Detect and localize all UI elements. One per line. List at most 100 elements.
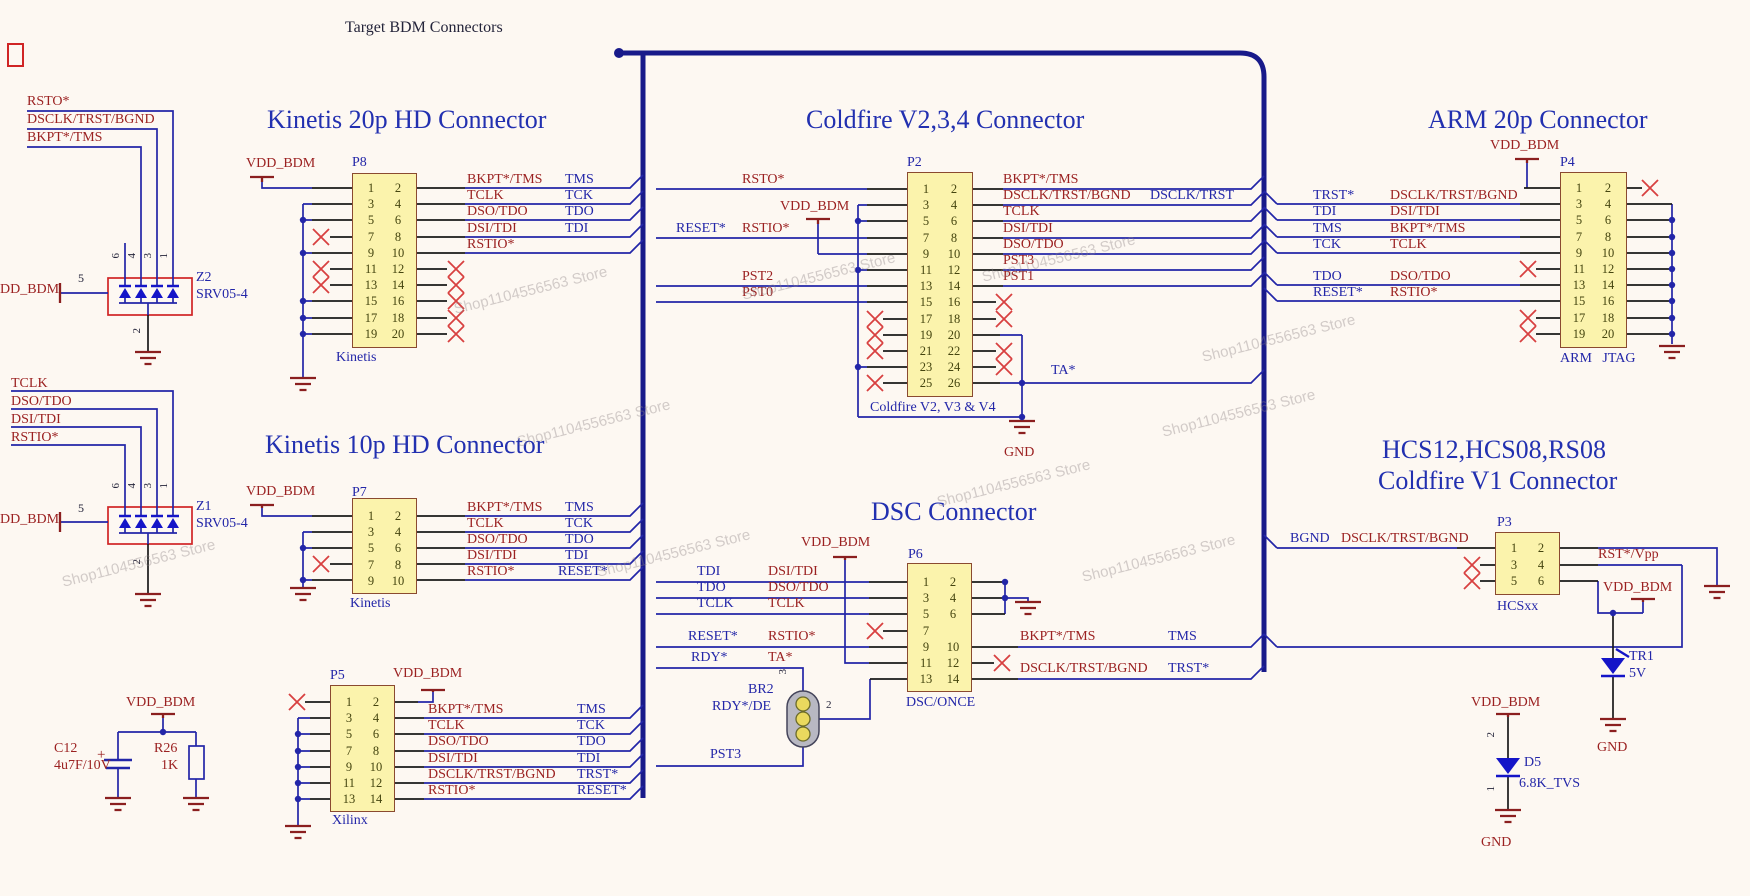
power-net-label: VDD_BDM xyxy=(246,484,316,499)
connector-sub-label: Coldfire V2, V3 & V4 xyxy=(870,400,996,415)
net-label: DSI/TDI xyxy=(768,564,818,579)
pin-number: 20 xyxy=(391,326,405,341)
net-label: TDO xyxy=(565,204,594,219)
net-label: BKPT*/TMS xyxy=(467,172,543,187)
pin-number: 9 xyxy=(367,245,375,260)
pin-number: 24 xyxy=(947,360,961,375)
pin-number: 6 xyxy=(1604,213,1612,228)
net-label: DSCLK/TRST/BGND xyxy=(1341,531,1469,546)
pin-number: 2 xyxy=(1537,541,1545,555)
ref-designator: Z1 xyxy=(196,499,212,514)
ref-designator: R26 xyxy=(154,741,178,756)
connector-title: Coldfire V1 Connector xyxy=(1378,466,1618,495)
net-label: TDI xyxy=(577,751,601,766)
pin-number: 4 xyxy=(394,525,402,540)
pin-number: 14 xyxy=(947,279,961,294)
pin-number: 2 xyxy=(372,695,380,709)
pin-number: 10 xyxy=(947,246,961,261)
net-label: TCLK xyxy=(11,376,48,391)
sheet-title: Target BDM Connectors xyxy=(345,19,503,36)
pin-number: 16 xyxy=(391,294,405,309)
component-value: 1K xyxy=(161,758,179,773)
net-label: BKPT*/TMS xyxy=(1020,629,1096,644)
net-label: DSO/TDO xyxy=(11,394,72,409)
pin-number: 7 xyxy=(922,230,930,245)
net-label: RSTIO* xyxy=(1390,285,1438,300)
pin-number-label: 6 xyxy=(109,253,122,259)
ref-designator: P4 xyxy=(1560,155,1575,170)
net-label: DSI/TDI xyxy=(467,221,517,236)
passive-symbols xyxy=(104,745,205,780)
pin-number: 15 xyxy=(1572,294,1586,309)
net-label: PST1 xyxy=(1003,269,1035,284)
component-value: RDY*/DE xyxy=(712,699,772,714)
pin-number: 6 xyxy=(394,541,402,556)
ref-designator: BR2 xyxy=(748,682,774,697)
pin-number: 4 xyxy=(1537,557,1545,572)
pin-number: 11 xyxy=(919,656,933,670)
pin-number: 13 xyxy=(919,279,933,294)
pin-number: 3 xyxy=(367,197,375,212)
net-label: RESET* xyxy=(688,629,738,644)
ref-designator: P2 xyxy=(907,155,922,170)
sheet-corner-mark xyxy=(7,43,24,67)
pin-number: 19 xyxy=(1572,326,1586,341)
net-label: RSTO* xyxy=(27,94,70,109)
pin-number: 4 xyxy=(394,197,402,212)
pin-number: 9 xyxy=(922,639,930,654)
net-label: BKPT*/TMS xyxy=(1390,221,1466,236)
net-label: PST3 xyxy=(710,747,742,762)
pin-number: 5 xyxy=(1575,213,1583,228)
pin-number: 4 xyxy=(372,711,380,726)
connector-body-P5 xyxy=(330,685,395,812)
net-label: BKPT*/TMS xyxy=(467,500,543,515)
connector-sub-label: DSC/ONCE xyxy=(906,695,976,710)
ref-designator: TR1 xyxy=(1629,649,1654,664)
pin-number: 17 xyxy=(1572,310,1586,325)
pin-number: 2 xyxy=(949,575,957,589)
pin-number: 16 xyxy=(947,295,961,310)
pin-number-label: 1 xyxy=(157,253,170,259)
pin-number: 8 xyxy=(950,230,958,245)
pin-number: 1 xyxy=(367,181,375,195)
connector-body-P6 xyxy=(907,563,972,692)
component-value: SRV05-4 xyxy=(196,516,248,531)
ref-designator: P8 xyxy=(352,155,367,170)
connector-title: Kinetis 10p HD Connector xyxy=(265,430,545,459)
pin-number: 7 xyxy=(1575,229,1583,244)
power-net-label: VDD_BDM xyxy=(1471,695,1541,710)
solder-bridge-br2 xyxy=(786,690,820,748)
connector-body-P4 xyxy=(1560,172,1627,348)
connector-title: ARM 20p Connector xyxy=(1428,105,1648,134)
pin-number-label: 1 xyxy=(157,483,170,489)
net-label: TMS xyxy=(1313,221,1342,236)
net-label: TMS xyxy=(577,702,606,717)
net-label: TDO xyxy=(1313,269,1342,284)
pin-number: 6 xyxy=(950,214,958,229)
pin-number-label: 3 xyxy=(141,253,154,259)
net-label: RSTIO* xyxy=(768,629,816,644)
pin-number: 2 xyxy=(394,509,402,523)
junction-dots xyxy=(159,216,1676,803)
tvs-array-boxes xyxy=(107,277,193,545)
pin-number-label: 6 xyxy=(109,483,122,489)
pin-number: 19 xyxy=(919,327,933,342)
net-label: DSCLK/TRST/BGND xyxy=(1390,188,1518,203)
net-label: RSTIO* xyxy=(742,221,790,236)
pin-number: 10 xyxy=(391,245,405,260)
net-label: PST0 xyxy=(742,285,774,300)
net-label: TRST* xyxy=(577,767,619,782)
net-label: RESET* xyxy=(558,564,608,579)
net-label: TCLK xyxy=(768,596,805,611)
pin-number: 9 xyxy=(1575,245,1583,260)
pin-number: 1 xyxy=(1575,181,1583,195)
pin-number-label: 5 xyxy=(78,501,84,515)
pin-number: 12 xyxy=(947,263,961,277)
net-label: DSCLK/TRST/BGND xyxy=(27,112,155,127)
pin-number: 10 xyxy=(946,639,960,654)
pin-number-label: 1 xyxy=(1484,786,1497,792)
pin-number: 13 xyxy=(1572,278,1586,293)
net-label: DSI/TDI xyxy=(1390,204,1440,219)
net-label: BKPT*/TMS xyxy=(428,702,504,717)
